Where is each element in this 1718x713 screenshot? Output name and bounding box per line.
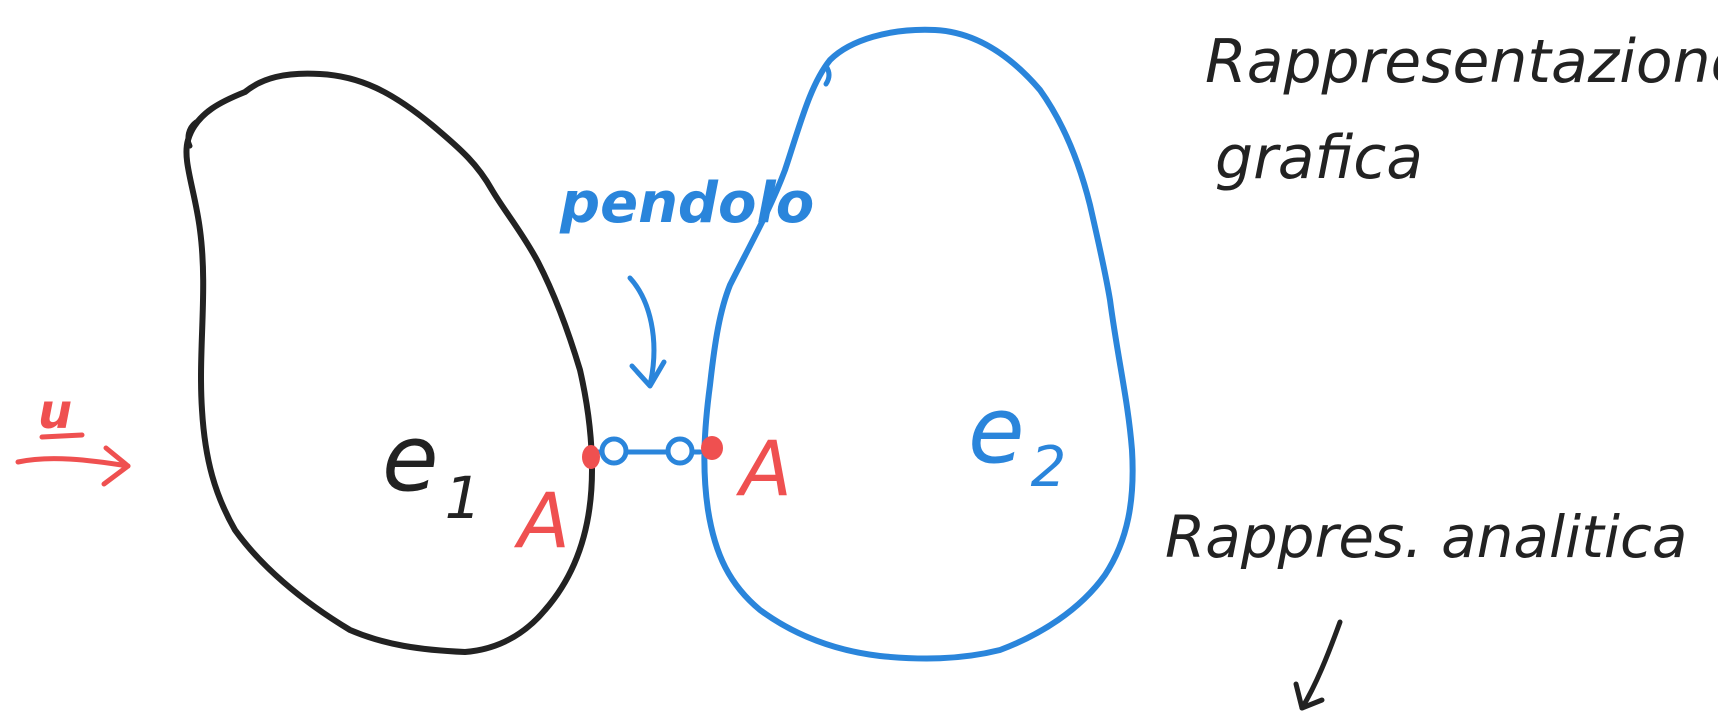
analytic-pointer-arrow bbox=[1299, 619, 1343, 711]
vector-u-arrowhead bbox=[101, 445, 131, 487]
pendulum-hinge-right bbox=[665, 436, 695, 466]
pendulum-link bbox=[595, 436, 703, 466]
graphic-note-line-2: grafica bbox=[1215, 123, 1423, 193]
body-2-outline bbox=[701, 26, 1136, 662]
body-1-start-hook bbox=[185, 119, 199, 149]
point-a-right-label: A bbox=[735, 424, 792, 513]
point-a-right-dot bbox=[701, 436, 723, 460]
body-1-outline bbox=[183, 70, 595, 655]
body-2-start-hook bbox=[823, 63, 832, 87]
point-a-left-dot bbox=[582, 445, 600, 469]
point-a-left-label: A bbox=[513, 476, 570, 565]
body-2-subscript: 2 bbox=[1031, 435, 1067, 500]
pendulum-pointer-arrowhead bbox=[629, 359, 667, 389]
pendulum-hinge-left bbox=[599, 436, 629, 466]
graphic-note-line-1: Rappresentazione bbox=[1205, 27, 1718, 97]
vector-u-underline bbox=[39, 432, 85, 440]
analytic-pointer-arrowhead bbox=[1293, 681, 1325, 711]
vector-u-arrow bbox=[15, 456, 131, 469]
pendulum-label: pendolo bbox=[559, 171, 814, 236]
body-1-subscript: 1 bbox=[445, 464, 482, 532]
pendulum-pointer-arrow bbox=[627, 275, 657, 388]
vector-u-label: u bbox=[38, 384, 72, 440]
analytic-note: Rappres. analitica bbox=[1165, 503, 1687, 571]
